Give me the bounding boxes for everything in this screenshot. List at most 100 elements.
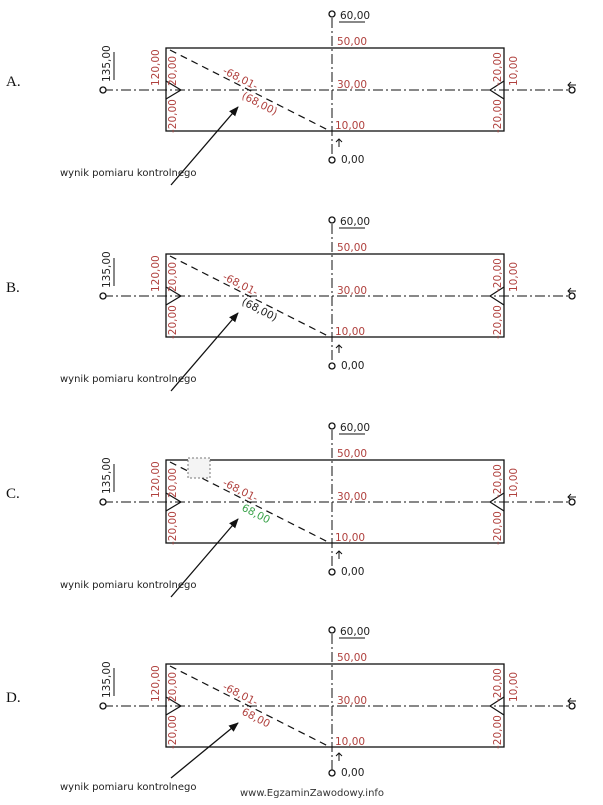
left-vertical-lower: -20,00 (167, 511, 179, 545)
right-vertical-lower: -20,00 (492, 511, 504, 545)
left-vertical-upper-2: 20,00 (167, 468, 179, 498)
left-point (99, 86, 107, 94)
top-point (328, 626, 336, 634)
right-vertical-upper: -20,00 (492, 668, 504, 702)
left-vertical-lower: -20,00 (167, 715, 179, 749)
caption: wynik pomiaru kontrolnego (60, 168, 196, 179)
top-value: 60,00 (340, 10, 370, 22)
box-mid-value: 30,00 (337, 695, 367, 707)
box-mid-value: 30,00 (337, 491, 367, 503)
top-point (328, 216, 336, 224)
left-point (99, 292, 107, 300)
road-section-box (165, 253, 505, 338)
caption: wynik pomiaru kontrolnego (60, 782, 196, 793)
right-vertical-upper-2: 10,00 (508, 56, 520, 86)
right-marker (488, 286, 505, 306)
caption: wynik pomiaru kontrolnego (60, 580, 196, 591)
caption-pointer-arrow (170, 312, 239, 392)
right-vertical-lower: -20,00 (492, 305, 504, 339)
bottom-arrow-icon (335, 344, 343, 353)
right-vertical-upper-2: 10,00 (508, 262, 520, 292)
bottom-point (328, 568, 336, 576)
left-vertical-upper: 120,00 (150, 461, 162, 498)
left-point (99, 498, 107, 506)
control-measurement-value: (68,00) (240, 296, 280, 324)
artifact-icon (187, 457, 211, 479)
bottom-arrow-icon (335, 550, 343, 559)
box-top-value: 50,00 (337, 448, 367, 460)
right-vertical-lower: -20,00 (492, 99, 504, 133)
top-value: 60,00 (340, 422, 370, 434)
diagonal-line (169, 255, 331, 338)
bottom-point (328, 769, 336, 777)
right-vertical-lower: -20,00 (492, 715, 504, 749)
bottom-value: 0,00 (341, 154, 364, 166)
left-vertical-lower: -20,00 (167, 99, 179, 133)
diagonal-line (169, 665, 331, 748)
caption-pointer-arrow (170, 722, 239, 779)
option-b[interactable]: B. 60,00 135,00 50,00 30,00 10,00 0,00 1… (6, 216, 576, 392)
top-point (328, 10, 336, 18)
left-value: 135,00 (101, 45, 113, 82)
left-marker (165, 696, 183, 716)
caption-pointer-arrow (170, 106, 239, 186)
option-drawing (99, 10, 576, 186)
footer-watermark: www.EgzaminZawodowy.info (240, 788, 384, 799)
bottom-value: 0,00 (341, 767, 364, 779)
road-section-box (165, 47, 505, 132)
bottom-value: 0,00 (341, 360, 364, 372)
box-top-value: 50,00 (337, 242, 367, 254)
bottom-arrow-icon (335, 138, 343, 147)
right-arrow-icon (567, 493, 576, 501)
option-drawing (99, 422, 576, 598)
right-arrow-icon (567, 81, 576, 89)
right-marker (488, 80, 505, 100)
left-value: 135,00 (101, 457, 113, 494)
box-bottom-value: 10,00 (335, 326, 365, 338)
left-vertical-lower: -20,00 (167, 305, 179, 339)
top-point (328, 422, 336, 430)
caption: wynik pomiaru kontrolnego (60, 374, 196, 385)
box-top-value: 50,00 (337, 652, 367, 664)
bottom-value: 0,00 (341, 566, 364, 578)
right-point (568, 292, 576, 300)
left-vertical-upper: 120,00 (150, 665, 162, 702)
right-point (568, 86, 576, 94)
option-drawing (99, 626, 576, 779)
option-a[interactable]: A. 60,00 135,00 50,00 30,00 10,00 0,00 1… (6, 10, 576, 186)
bottom-arrow-icon (335, 752, 343, 761)
left-value: 135,00 (101, 661, 113, 698)
right-arrow-icon (567, 287, 576, 295)
right-vertical-upper: -20,00 (492, 464, 504, 498)
right-arrow-icon (567, 697, 576, 705)
left-marker (165, 286, 183, 306)
option-label: D. (6, 690, 21, 706)
top-value: 60,00 (340, 216, 370, 228)
right-point (568, 498, 576, 506)
box-mid-value: 30,00 (337, 79, 367, 91)
option-label: A. (6, 74, 21, 90)
control-measurement-value: (68,00) (240, 90, 280, 118)
right-vertical-upper-2: 10,00 (508, 468, 520, 498)
box-bottom-value: 10,00 (335, 120, 365, 132)
left-vertical-upper: 120,00 (150, 255, 162, 292)
left-marker (165, 492, 183, 512)
left-marker (165, 80, 183, 100)
right-vertical-upper-2: 10,00 (508, 672, 520, 702)
option-label: C. (6, 486, 20, 502)
box-bottom-value: 10,00 (335, 532, 365, 544)
right-vertical-upper: -20,00 (492, 52, 504, 86)
left-vertical-upper-2: 20,00 (167, 672, 179, 702)
left-vertical-upper: 120,00 (150, 49, 162, 86)
box-mid-value: 30,00 (337, 285, 367, 297)
caption-pointer-arrow (170, 518, 239, 598)
option-drawing (99, 216, 576, 392)
right-point (568, 702, 576, 710)
road-section-box (165, 663, 505, 748)
option-d[interactable]: D. 60,00 135,00 50,00 30,00 10,00 0,00 1… (6, 626, 576, 793)
left-value: 135,00 (101, 251, 113, 288)
right-marker (488, 492, 505, 512)
left-vertical-upper-2: 20,00 (167, 262, 179, 292)
option-c[interactable]: C. 60,00 135,00 50,00 30,00 10,00 0,00 1… (6, 422, 576, 598)
